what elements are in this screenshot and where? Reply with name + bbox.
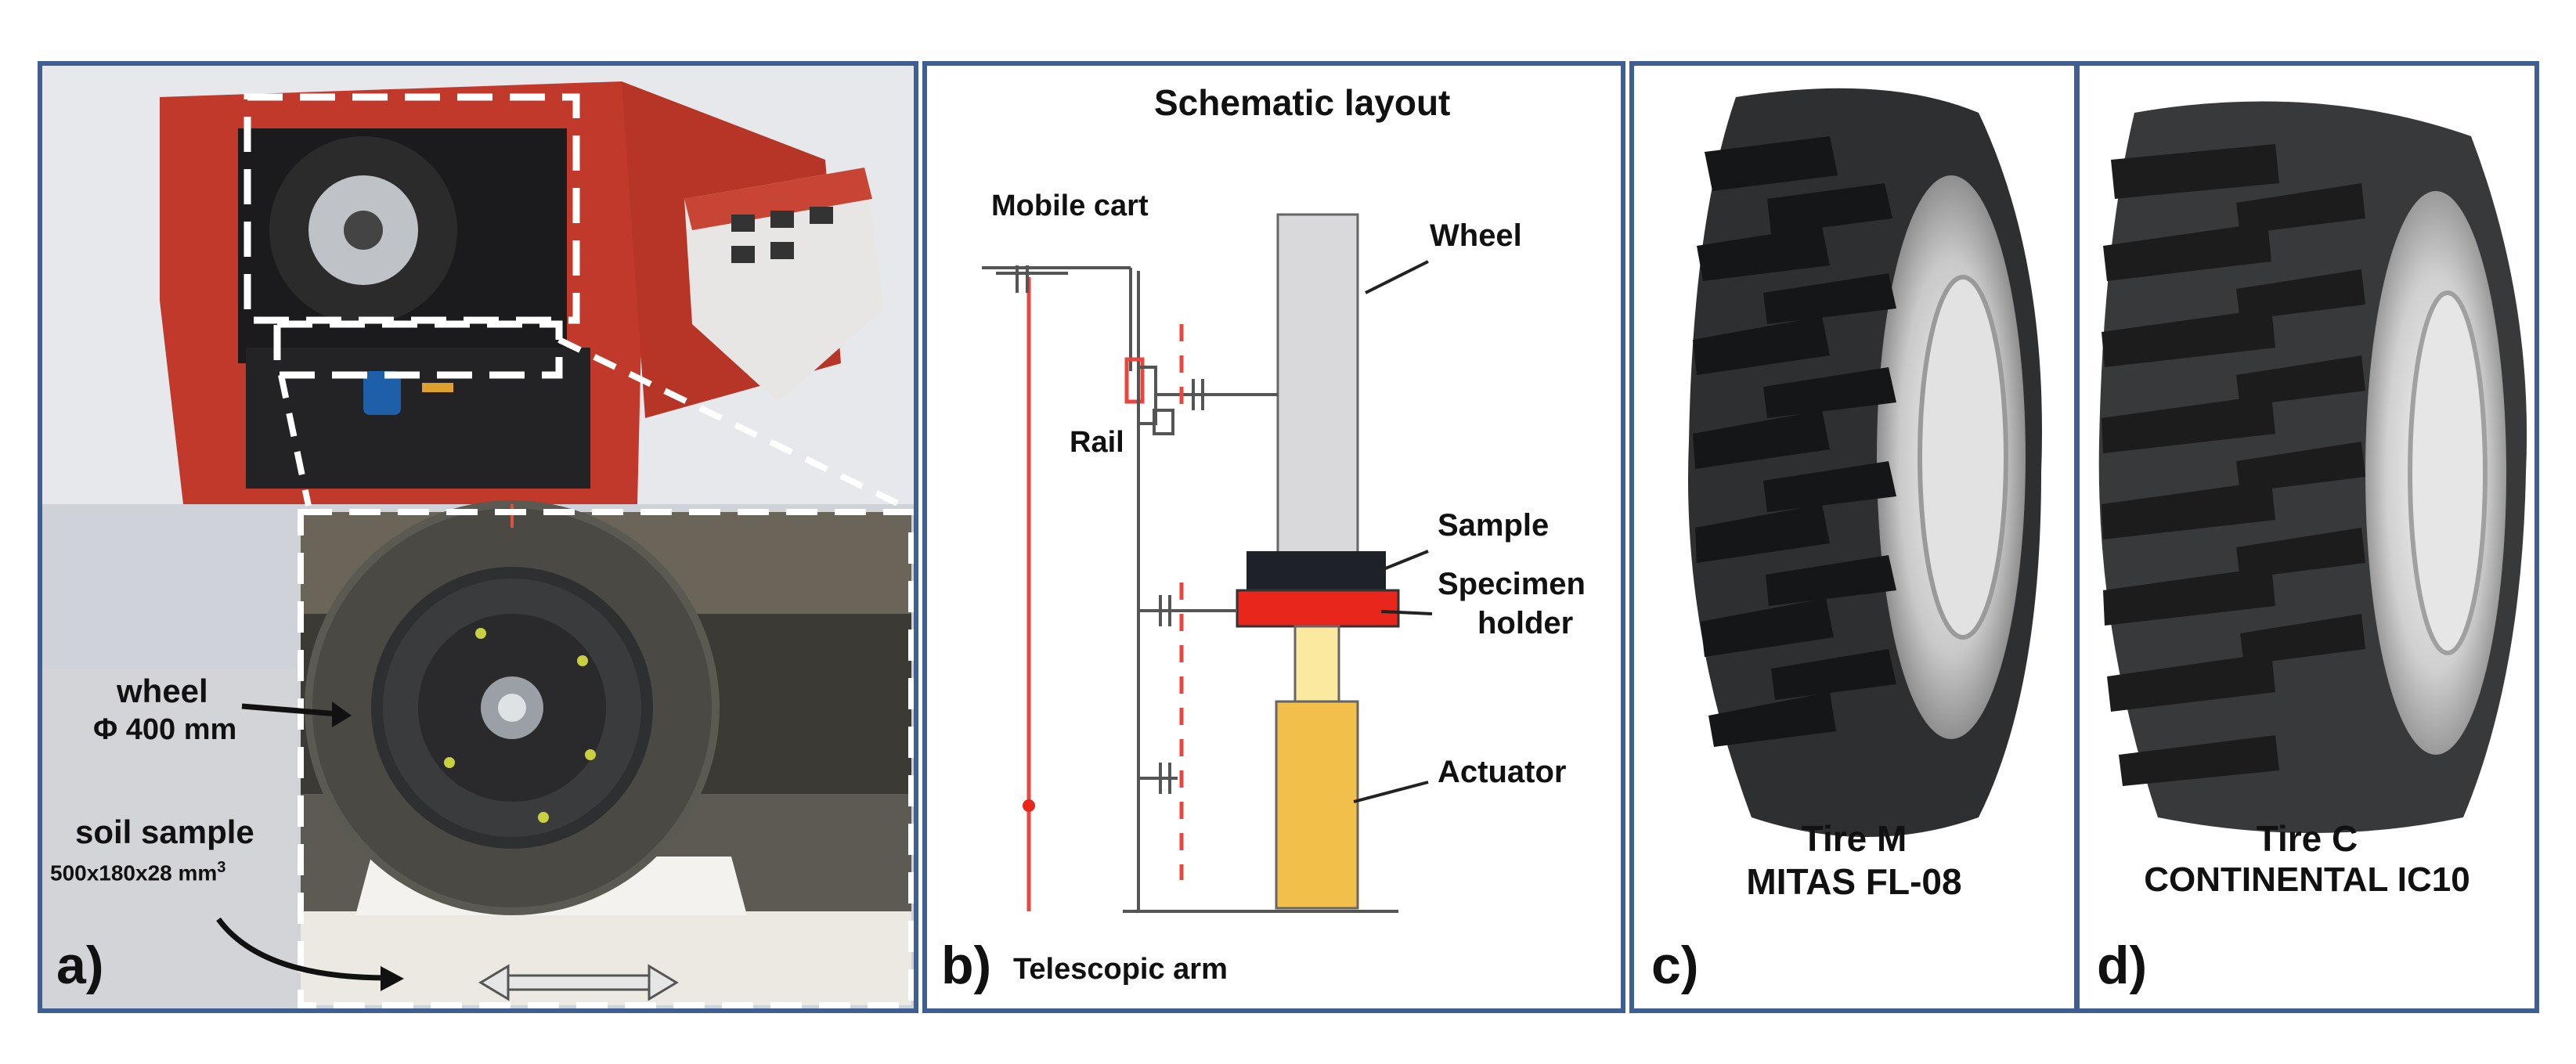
- tire-m-image: [1688, 88, 2042, 837]
- panel-a-letter: a): [56, 936, 104, 995]
- highlight-box-upper: [244, 93, 580, 324]
- tire-c-model: CONTINENTAL IC10: [2144, 860, 2470, 899]
- panel-a-photo: [42, 66, 914, 1008]
- panel-c-letter: c): [1651, 936, 1699, 995]
- soil-dims-sup: 3: [217, 859, 226, 876]
- panel-d-letter: d): [2097, 936, 2148, 995]
- tire-c-image: [2098, 101, 2527, 834]
- highlight-box-lower: [273, 320, 563, 379]
- rail-label: Rail: [1070, 426, 1124, 459]
- mobile-cart-label: Mobile cart: [991, 189, 1149, 222]
- actuator-label: Actuator: [1438, 755, 1567, 789]
- tire-c-name: Tire C: [2256, 818, 2358, 859]
- tire-m-name: Tire M: [1801, 818, 1907, 859]
- panel-c: Tire M MITAS FL-08 c): [1629, 61, 2079, 1013]
- wheel-column: [1276, 213, 1359, 615]
- telescopic-arm-label: Telescopic arm: [1013, 953, 1228, 986]
- schematic-title: Schematic layout: [1154, 82, 1451, 123]
- soil-sample-label: soil sample: [75, 813, 254, 850]
- inset-photo: [298, 500, 914, 1008]
- sample-block: [1247, 551, 1386, 590]
- soil-sample-dims: 500x180x28 mm3: [50, 859, 225, 885]
- panel-b: Schematic layout Mobile cart Wheel Rail …: [922, 61, 1625, 1013]
- rail-symbol: [1124, 357, 1278, 435]
- specimen-holder: [1236, 589, 1400, 628]
- panel-d: Tire C CONTINENTAL IC10 d): [2075, 61, 2539, 1013]
- sample-label: Sample: [1438, 508, 1550, 543]
- actuator-block: [1275, 700, 1359, 910]
- panel-a: wheel Φ 400 mm soil sample 500x180x28 mm…: [38, 61, 918, 1013]
- tire-m-model: MITAS FL-08: [1746, 861, 1962, 902]
- specimen-holder-label-1: Specimen: [1438, 567, 1586, 601]
- wheel-diameter-label: Φ 400 mm: [93, 713, 237, 746]
- wheel-label: wheel: [117, 673, 208, 709]
- wheel-schematic-label: Wheel: [1430, 218, 1522, 253]
- motion-double-arrow: [478, 964, 679, 1001]
- specimen-holder-label-2: holder: [1477, 606, 1574, 640]
- schematic-diagram: [982, 213, 1433, 913]
- soil-dims-text: 500x180x28 mm: [50, 860, 218, 885]
- panel-b-letter: b): [941, 936, 992, 995]
